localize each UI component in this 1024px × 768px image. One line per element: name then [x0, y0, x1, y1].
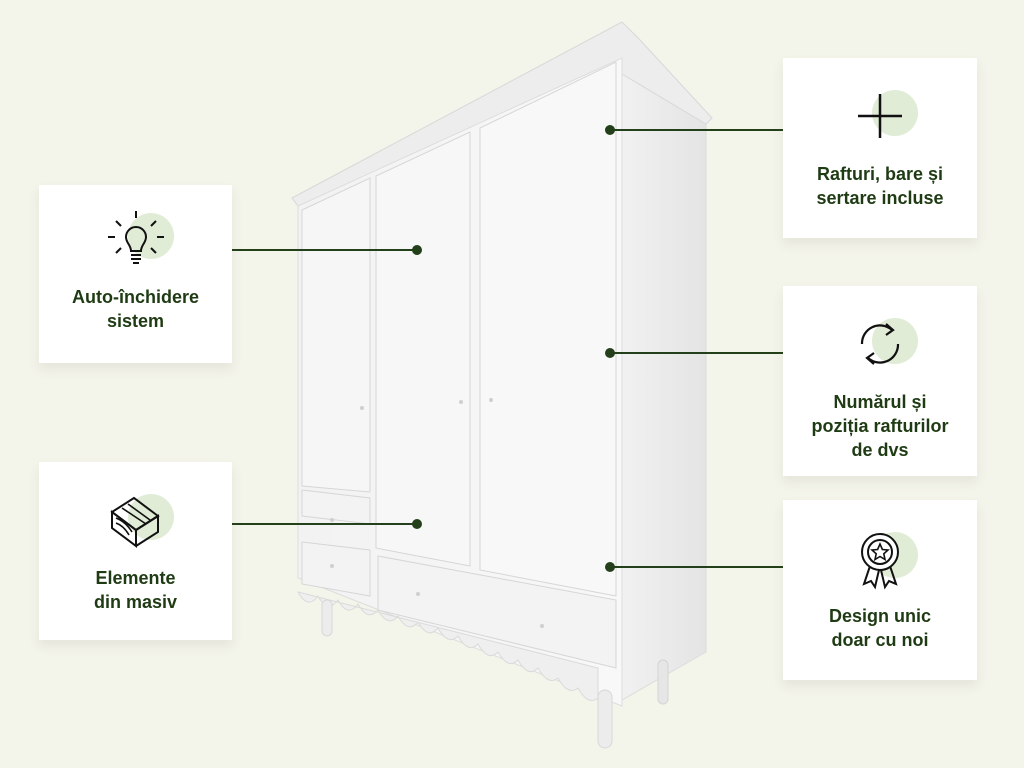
leader-dot-custom	[605, 348, 615, 358]
feature-label-shelves: Rafturi, bare și sertare incluse	[816, 164, 944, 208]
wood-log-icon	[104, 488, 174, 552]
leader-dot-solid	[412, 519, 422, 529]
feature-card-solid: Elemente din masiv	[39, 462, 232, 640]
leader-line-solid	[210, 523, 418, 525]
feature-label-design: Design unic doar cu noi	[828, 606, 931, 650]
feature-label-solid: Elemente din masiv	[93, 568, 178, 612]
lightbulb-icon	[104, 207, 174, 271]
feature-label-selfclose: Auto-închidere sistem	[71, 287, 199, 331]
award-badge-icon	[848, 526, 918, 590]
leader-line-shelves	[610, 129, 808, 131]
leader-line-design	[610, 566, 808, 568]
refresh-icon	[848, 312, 918, 376]
leader-dot-selfclose	[412, 245, 422, 255]
feature-label-custom: Numărul și poziția rafturilor de dvs	[811, 392, 949, 460]
feature-card-selfclose: Auto-închidere sistem	[39, 185, 232, 363]
feature-card-custom: Numărul și poziția rafturilor de dvs	[783, 286, 977, 476]
feature-card-design: Design unic doar cu noi	[783, 500, 977, 680]
feature-card-shelves: Rafturi, bare și sertare incluse	[783, 58, 977, 238]
leader-line-selfclose	[210, 249, 418, 251]
plus-icon	[848, 84, 918, 148]
leader-line-custom	[610, 352, 808, 354]
leader-dot-design	[605, 562, 615, 572]
leader-dot-shelves	[605, 125, 615, 135]
